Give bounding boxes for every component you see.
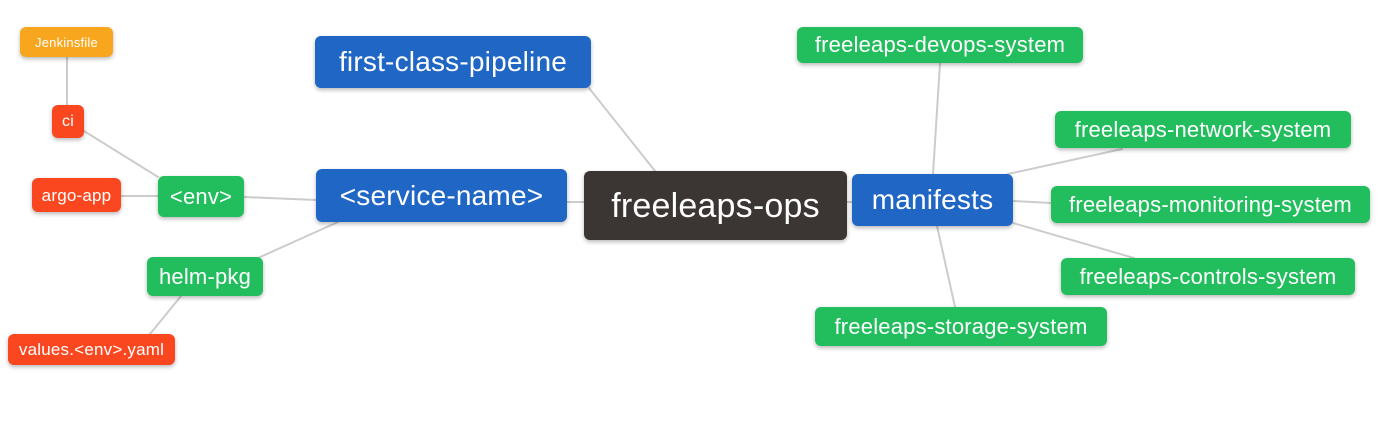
edge-manifests-monitoring: [1012, 200, 1052, 204]
node-service-name[interactable]: <service-name>: [316, 169, 567, 222]
node-freeleaps-network-system[interactable]: freeleaps-network-system: [1055, 111, 1351, 148]
node-freeleaps-ops[interactable]: freeleaps-ops: [584, 171, 847, 240]
edge-manifests-network: [1007, 148, 1123, 175]
node-env[interactable]: <env>: [158, 176, 244, 217]
node-jenkinsfile[interactable]: Jenkinsfile: [20, 27, 113, 57]
node-freeleaps-devops-system[interactable]: freeleaps-devops-system: [797, 27, 1083, 63]
edge-values-helm: [149, 295, 182, 335]
edge-env-service: [243, 196, 317, 201]
edge-manifests-devops: [932, 62, 941, 175]
node-freeleaps-controls-system[interactable]: freeleaps-controls-system: [1061, 258, 1355, 295]
node-first-class-pipeline[interactable]: first-class-pipeline: [315, 36, 591, 88]
edge-manifests-storage: [936, 225, 956, 308]
node-ci[interactable]: ci: [52, 105, 84, 138]
edge-helm-service: [257, 221, 339, 259]
node-manifests[interactable]: manifests: [852, 174, 1013, 226]
node-helm-pkg[interactable]: helm-pkg: [147, 257, 263, 296]
edge-manifests-controls: [1012, 222, 1135, 259]
edge-ci-env: [83, 130, 159, 178]
node-argo-app[interactable]: argo-app: [32, 178, 121, 212]
node-freeleaps-monitoring-system[interactable]: freeleaps-monitoring-system: [1051, 186, 1370, 223]
edge-pipeline-root: [588, 87, 656, 172]
node-values-env-yaml[interactable]: values.<env>.yaml: [8, 334, 175, 365]
node-freeleaps-storage-system[interactable]: freeleaps-storage-system: [815, 307, 1107, 346]
